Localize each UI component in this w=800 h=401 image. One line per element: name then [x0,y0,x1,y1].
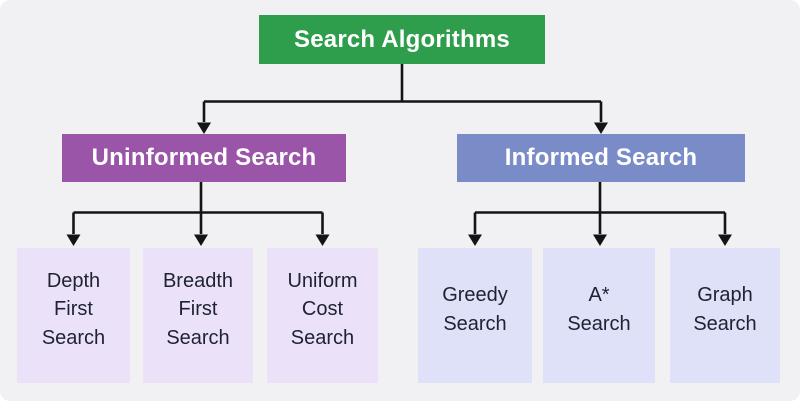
leaf-node-uniform-cost-search: Uniform Cost Search [267,248,378,383]
leaf-node-greedy-search: Greedy Search [418,248,532,383]
root-node-search-algorithms: Search Algorithms [259,15,545,64]
arrowhead-astar [593,234,607,246]
arrowhead-greedy [468,234,482,246]
arrowhead-bfs [194,234,208,246]
arrowhead-dfs [66,234,81,246]
arrowhead-ucs [315,234,330,246]
arrowhead-graph [718,234,732,246]
leaf-node-depth-first-search: Depth First Search [17,248,130,383]
leaf-node-graph-search: Graph Search [670,248,780,383]
leaf-node-breadth-first-search: Breadth First Search [143,248,253,383]
leaf-node-a-star-search: A* Search [543,248,655,383]
arrowhead-uninformed [197,122,211,134]
arrowhead-informed [594,122,608,134]
branch-node-uninformed-search: Uninformed Search [62,134,346,182]
branch-node-informed-search: Informed Search [457,134,745,182]
